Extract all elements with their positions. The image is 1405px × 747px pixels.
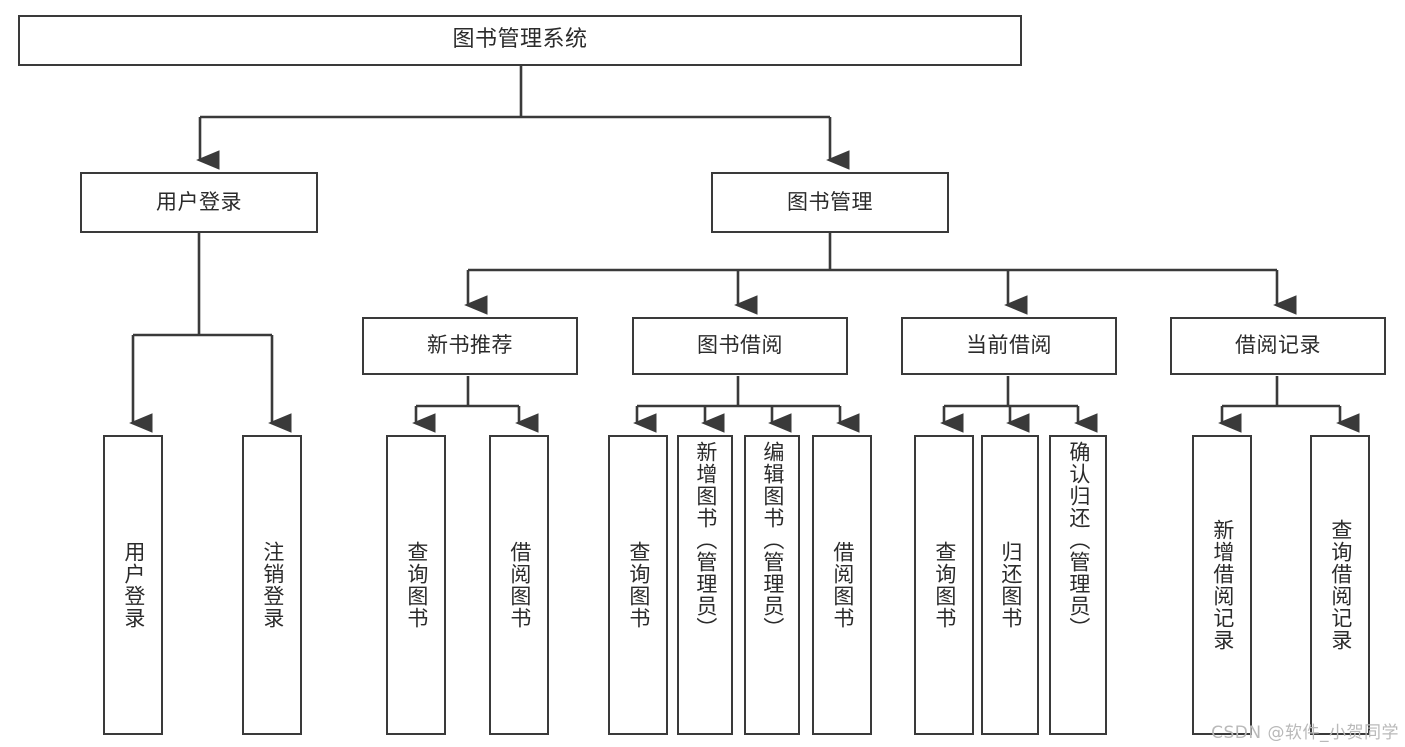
leaf-inner: 查询借阅记录: [1312, 437, 1368, 733]
leaf-record-query-record[interactable]: 查询借阅记录: [1310, 435, 1370, 735]
leaf-user-login-signin[interactable]: 用户登录: [103, 435, 163, 735]
node-current-borrow-label: 当前借阅: [966, 333, 1052, 358]
node-book-management-label: 图书管理: [787, 189, 873, 214]
leaf-inner: 确认归还（管理员）: [1051, 437, 1105, 737]
csdn-watermark: CSDN @软件_小贺同学: [1211, 723, 1399, 743]
leaf-borrow-edit-book[interactable]: 编辑图书（管理员）: [744, 435, 800, 735]
node-current-borrow[interactable]: 当前借阅: [901, 317, 1117, 375]
leaf-current-query-book-label: 查询图书: [932, 541, 957, 629]
leaf-current-confirm-return[interactable]: 确认归还（管理员）: [1049, 435, 1107, 735]
leaf-borrow-borrow-book-label: 借阅图书: [830, 541, 855, 629]
node-user-login[interactable]: 用户登录: [80, 172, 318, 233]
leaf-borrow-borrow-book[interactable]: 借阅图书: [812, 435, 872, 735]
node-book-borrow-label: 图书借阅: [697, 333, 783, 358]
node-borrow-record-label: 借阅记录: [1235, 333, 1321, 358]
leaf-inner: 借阅图书: [814, 437, 870, 733]
leaf-inner: 新增图书（管理员）: [679, 437, 731, 737]
node-new-book-recommend[interactable]: 新书推荐: [362, 317, 578, 375]
leaf-inner: 编辑图书（管理员）: [746, 437, 798, 737]
leaf-current-return-book[interactable]: 归还图书: [981, 435, 1039, 735]
leaf-newbook-query-book-label: 查询图书: [404, 541, 429, 629]
leaf-borrow-query-book[interactable]: 查询图书: [608, 435, 668, 735]
leaf-user-login-signout-label: 注销登录: [260, 541, 285, 629]
leaf-newbook-borrow-book[interactable]: 借阅图书: [489, 435, 549, 735]
leaf-current-return-book-label: 归还图书: [998, 541, 1023, 629]
leaf-record-query-record-label: 查询借阅记录: [1328, 519, 1353, 651]
leaf-current-query-book[interactable]: 查询图书: [914, 435, 974, 735]
leaf-newbook-borrow-book-label: 借阅图书: [507, 541, 532, 629]
node-book-management[interactable]: 图书管理: [711, 172, 949, 233]
leaf-borrow-query-book-label: 查询图书: [626, 541, 651, 629]
leaf-inner: 查询图书: [610, 437, 666, 733]
leaf-user-login-signin-label: 用户登录: [121, 541, 146, 629]
leaf-record-add-record-label: 新增借阅记录: [1210, 519, 1235, 651]
leaf-borrow-edit-book-label: 编辑图书（管理员）: [760, 441, 785, 639]
node-new-book-recommend-label: 新书推荐: [427, 333, 513, 358]
leaf-inner: 注销登录: [244, 437, 300, 733]
node-borrow-record[interactable]: 借阅记录: [1170, 317, 1386, 375]
leaf-user-login-signout[interactable]: 注销登录: [242, 435, 302, 735]
leaf-borrow-add-book[interactable]: 新增图书（管理员）: [677, 435, 733, 735]
leaf-inner: 用户登录: [105, 437, 161, 733]
leaf-newbook-query-book[interactable]: 查询图书: [386, 435, 446, 735]
node-book-borrow[interactable]: 图书借阅: [632, 317, 848, 375]
leaf-current-confirm-return-label: 确认归还（管理员）: [1066, 441, 1091, 639]
leaf-borrow-add-book-label: 新增图书（管理员）: [693, 441, 718, 639]
leaf-inner: 查询图书: [388, 437, 444, 733]
leaf-inner: 查询图书: [916, 437, 972, 733]
leaf-inner: 新增借阅记录: [1194, 437, 1250, 733]
node-root-system[interactable]: 图书管理系统: [18, 15, 1022, 66]
leaf-inner: 归还图书: [983, 437, 1037, 733]
node-root-label: 图书管理系统: [452, 27, 588, 53]
node-user-login-label: 用户登录: [156, 189, 242, 214]
leaf-inner: 借阅图书: [491, 437, 547, 733]
leaf-record-add-record[interactable]: 新增借阅记录: [1192, 435, 1252, 735]
